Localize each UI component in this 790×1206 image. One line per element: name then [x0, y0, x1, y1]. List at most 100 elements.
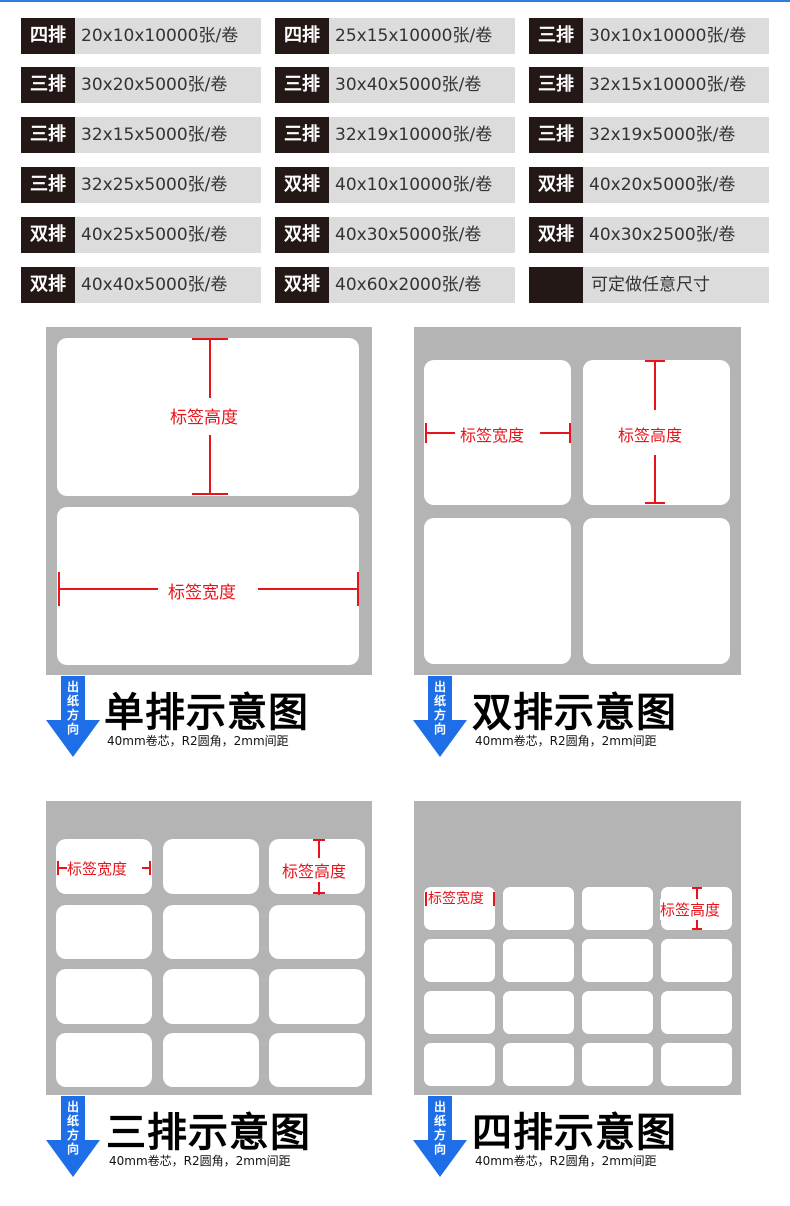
- width-marker-line: [540, 432, 570, 434]
- row-count-tag: 三排: [21, 117, 75, 153]
- row-count-tag: 双排: [21, 217, 75, 253]
- row-count-tag: 双排: [275, 217, 329, 253]
- label-block: [163, 1033, 259, 1087]
- spec-size: 40x10x10000张/卷: [329, 167, 515, 203]
- label-block: [661, 1043, 732, 1086]
- width-marker-line: [57, 867, 67, 869]
- spec-size: 40x30x2500张/卷: [583, 217, 769, 253]
- quad-row-panel: 标签宽度 标签高度: [414, 801, 741, 1095]
- width-annotation: 标签宽度: [428, 891, 484, 907]
- width-marker-line: [425, 432, 455, 434]
- spec-size: 30x40x5000张/卷: [329, 67, 515, 103]
- single-row-panel: 标签高度 标签宽度: [46, 327, 372, 675]
- paper-direction-arrow: 出纸方向: [411, 676, 469, 758]
- label-block: [269, 1033, 365, 1087]
- down-arrow-icon: [413, 1096, 467, 1177]
- label-block: [163, 905, 259, 959]
- paper-direction-arrow: 出纸方向: [44, 676, 102, 758]
- paper-direction-arrow: 出纸方向: [44, 1096, 102, 1178]
- label-block: [583, 518, 730, 664]
- height-marker-line: [209, 435, 211, 495]
- row-count-tag: 三排: [21, 167, 75, 203]
- label-block: [269, 905, 365, 959]
- label-block: [661, 991, 732, 1034]
- label-block: [503, 887, 574, 930]
- label-block: [503, 1043, 574, 1086]
- diagram-subtitle: 40mm卷芯，R2圆角，2mm间距: [475, 734, 657, 748]
- top-accent-line: [0, 0, 790, 2]
- label-block: [56, 969, 152, 1024]
- width-marker-line: [142, 867, 150, 869]
- label-block: [269, 969, 365, 1024]
- height-marker-cap: [192, 493, 228, 495]
- spec-size: 40x25x5000张/卷: [75, 217, 261, 253]
- label-block: [424, 991, 495, 1034]
- label-block: [424, 939, 495, 982]
- height-marker-cap: [692, 928, 702, 930]
- label-block: [56, 905, 152, 959]
- height-annotation: 标签高度: [660, 899, 721, 920]
- row-count-tag: 双排: [21, 267, 75, 303]
- label-block: [661, 939, 732, 982]
- diagram-title: 三排示意图: [106, 1110, 311, 1156]
- spec-size: 30x10x10000张/卷: [583, 18, 769, 54]
- width-marker-cap: [149, 861, 151, 875]
- spec-size: 可定做任意尺寸: [583, 267, 769, 303]
- spec-item-custom: 可定做任意尺寸: [529, 267, 769, 303]
- label-block: [503, 939, 574, 982]
- height-marker-line: [654, 455, 656, 503]
- spec-size: 40x20x5000张/卷: [583, 167, 769, 203]
- label-block: [582, 991, 653, 1034]
- direction-label: 出纸方向: [433, 680, 446, 736]
- row-count-tag: 三排: [275, 67, 329, 103]
- width-marker-cap: [569, 423, 571, 443]
- label-block: [582, 887, 653, 930]
- label-block: [163, 839, 259, 894]
- height-marker-cap: [313, 892, 325, 894]
- down-arrow-icon: [46, 676, 100, 757]
- spec-size: 32x19x5000张/卷: [583, 117, 769, 153]
- width-marker-line: [258, 588, 358, 590]
- width-annotation: 标签宽度: [460, 422, 525, 446]
- width-annotation: 标签宽度: [168, 578, 236, 603]
- spec-size: 32x15x5000张/卷: [75, 117, 261, 153]
- height-marker-line: [654, 360, 656, 410]
- spec-size: 32x15x10000张/卷: [583, 67, 769, 103]
- double-row-panel: 标签宽度 标签高度: [414, 327, 741, 675]
- spec-size: 25x15x10000张/卷: [329, 18, 515, 54]
- row-count-tag: 三排: [21, 67, 75, 103]
- row-count-tag: [529, 267, 583, 303]
- row-count-tag: 三排: [275, 117, 329, 153]
- direction-label: 出纸方向: [433, 1100, 446, 1156]
- spec-size: 32x25x5000张/卷: [75, 167, 261, 203]
- row-count-tag: 三排: [529, 117, 583, 153]
- label-block: [56, 1033, 152, 1087]
- row-count-tag: 四排: [21, 18, 75, 54]
- diagram-title: 四排示意图: [472, 1110, 677, 1156]
- height-annotation: 标签高度: [618, 422, 683, 446]
- triple-row-panel: 标签宽度 标签高度: [46, 801, 372, 1095]
- row-count-tag: 四排: [275, 18, 329, 54]
- direction-label: 出纸方向: [66, 680, 79, 736]
- spec-size: 20x10x10000张/卷: [75, 18, 261, 54]
- down-arrow-icon: [413, 676, 467, 757]
- label-block: [582, 1043, 653, 1086]
- spec-size: 40x30x5000张/卷: [329, 217, 515, 253]
- spec-size: 40x40x5000张/卷: [75, 267, 261, 303]
- height-marker-cap: [645, 502, 665, 504]
- down-arrow-icon: [46, 1096, 100, 1177]
- width-marker-cap: [425, 892, 427, 906]
- spec-size: 40x60x2000张/卷: [329, 267, 515, 303]
- label-block: [503, 991, 574, 1034]
- height-annotation: 标签高度: [282, 858, 347, 882]
